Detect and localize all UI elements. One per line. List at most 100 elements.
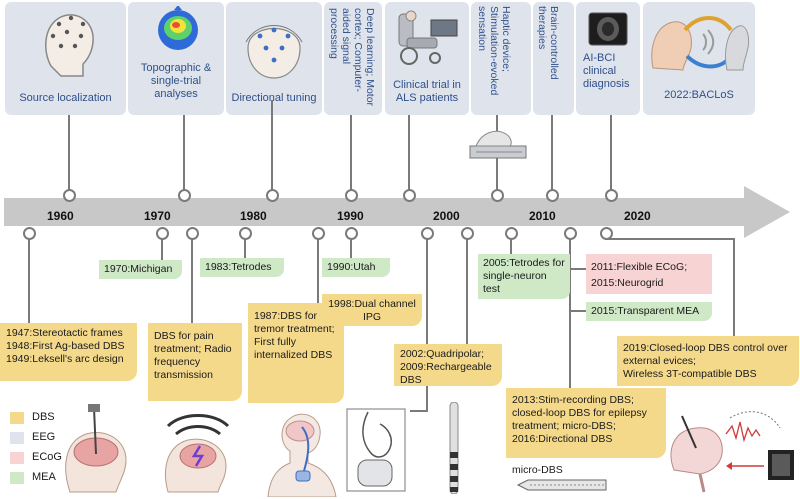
- dbs-label-rechargeable: 2009:Rechargeable DBS: [400, 361, 492, 386]
- dbs-box-2010s: 2013:Stim-recording DBS; closed-loop DBS…: [506, 388, 666, 458]
- mea-label-tetrodes: 1983:Tetrodes: [200, 258, 284, 277]
- wheelchair-patient-illustration: [398, 10, 458, 65]
- connector-stem: [68, 115, 70, 193]
- dbs-label-quadripolar: 2002:Quadripolar;: [400, 348, 485, 360]
- timeline-dot: [266, 189, 279, 202]
- legend-label-dbs: DBS: [32, 411, 55, 423]
- implanted-dbs-body-illustration: [267, 413, 337, 497]
- timeline-arrow: [4, 186, 790, 238]
- connector-stem: [733, 238, 735, 338]
- connector-stem: [191, 238, 193, 328]
- legend-swatch-ecog: [10, 452, 24, 464]
- year-label: 2020: [624, 209, 651, 223]
- caption-baclos: 2022:BACLoS: [664, 89, 734, 101]
- connector-stem: [551, 115, 553, 193]
- micro-dbs-label: micro-DBS: [512, 464, 563, 476]
- caption-topographic: Topographic & single-trial analyses: [140, 62, 212, 100]
- head-electrode-illustration: [45, 14, 94, 77]
- connector-stem: [28, 238, 30, 330]
- timeline-dot: [63, 189, 76, 202]
- dbs-lead-illustration: [449, 402, 459, 494]
- connector-stem: [466, 238, 468, 346]
- ecog-box: 2011:Flexible ECoG; 2015:Neurogrid: [586, 254, 712, 294]
- caption-directional-tuning: Directional tuning: [231, 92, 317, 104]
- timeline-dot: [546, 189, 559, 202]
- year-label: 2000: [433, 209, 460, 223]
- ecog-label-neurogrid: 2015:Neurogrid: [591, 277, 664, 289]
- timeline-dot: [605, 189, 618, 202]
- connector-line: [569, 268, 587, 270]
- connector-stem: [183, 115, 185, 193]
- closed-loop-illustration: [651, 16, 750, 71]
- eeg-box-clinical-trial: Clinical trial in ALS patients: [385, 2, 469, 115]
- dbs-label-directional: 2016:Directional DBS: [512, 433, 613, 445]
- connector-stem: [271, 100, 273, 193]
- ecog-label-flexible: 2011:Flexible ECoG;: [591, 261, 688, 273]
- caption-clinical-trial: Clinical trial in ALS patients: [393, 79, 461, 104]
- dbs-label-stim-recording: 2013:Stim-recording DBS; closed-loop DBS…: [512, 394, 647, 432]
- micro-dbs-illustration: [516, 479, 607, 491]
- legend-label-mea: MEA: [32, 471, 56, 483]
- ipg-device-illustration: [346, 408, 406, 492]
- brain-scan-monitor-illustration: [588, 12, 628, 46]
- caption-source-localization: Source localization: [19, 92, 112, 104]
- dbs-label-first-ag: 1948:First Ag-based DBS: [6, 340, 125, 352]
- connector-line: [569, 310, 587, 312]
- mea-label-tetrodes-single: 2005:Tetrodes for single-neuron test: [478, 254, 570, 299]
- caption-deep-learning: Deep learning; Motor cortex; Computer-ai…: [328, 8, 376, 107]
- timeline-dot: [345, 189, 358, 202]
- timeline-dot: [178, 189, 191, 202]
- dbs-label-leksell: 1949:Leksell's arc design: [6, 353, 124, 365]
- dbs-box-2000s: 2002:Quadripolar; 2009:Rechargeable DBS: [394, 344, 502, 386]
- connector-stem: [610, 115, 612, 193]
- year-label: 1980: [240, 209, 267, 223]
- year-label: 1960: [47, 209, 74, 223]
- year-label: 2010: [529, 209, 556, 223]
- dbs-label-dual-channel: 1998:Dual channel IPG: [322, 294, 422, 326]
- eeg-box-deep-learning: Deep learning; Motor cortex; Computer-ai…: [324, 2, 382, 115]
- connector-stem: [161, 238, 163, 262]
- connector-line: [605, 238, 735, 240]
- dbs-label-stereotactic: 1947:Stereotactic frames: [6, 327, 123, 339]
- dbs-label-pain: DBS for pain treatment; Radio frequency …: [148, 323, 242, 401]
- dbs-label-closed-loop-1: 2019:Closed-loop DBS control over extern…: [623, 342, 788, 367]
- eeg-box-topographic: Topographic & single-trial analyses: [128, 2, 224, 115]
- year-label: 1970: [144, 209, 171, 223]
- dbs-box-closed-loop: 2019:Closed-loop DBS control over extern…: [617, 336, 799, 386]
- legend-swatch-mea: [10, 472, 24, 484]
- mea-label-transparent: 2015:Transparent MEA: [586, 302, 712, 321]
- mea-label-utah: 1990:Utah: [322, 258, 390, 277]
- legend-swatch-eeg: [10, 432, 24, 444]
- caption-brain-controlled: Brain-controlled therapies: [536, 6, 560, 80]
- mea-label-michigan: 1970:Michigan: [99, 260, 182, 279]
- topographic-map-illustration: [158, 6, 198, 50]
- haptic-hand-illustration: [469, 130, 527, 159]
- connector-stem: [244, 238, 246, 260]
- connector-stem: [350, 115, 352, 193]
- closed-loop-brain-illustration: [670, 411, 794, 493]
- year-label: 1990: [337, 209, 364, 223]
- timeline-dot: [491, 189, 504, 202]
- caption-haptic: Haptic device; Stimulation-evoked sensat…: [476, 6, 512, 96]
- legend-label-eeg: EEG: [32, 431, 56, 443]
- eeg-box-source-localization: Source localization: [5, 2, 126, 115]
- legend-swatch-dbs: [10, 412, 24, 424]
- eeg-cap-illustration: [245, 25, 303, 79]
- stereotactic-head-illustration: [65, 404, 127, 493]
- dbs-box-1940s: 1947:Stereotactic frames 1948:First Ag-b…: [0, 323, 137, 381]
- caption-ai-bci: AI-BCI clinical diagnosis: [583, 52, 630, 90]
- wireless-head-illustration: [165, 414, 230, 493]
- eeg-box-baclos: 2022:BACLoS: [643, 2, 755, 115]
- connector-line: [410, 410, 428, 412]
- timeline-dot: [403, 189, 416, 202]
- eeg-box-ai-bci: AI-BCI clinical diagnosis: [576, 2, 640, 115]
- connector-stem: [317, 238, 319, 304]
- eeg-box-haptic: Haptic device; Stimulation-evoked sensat…: [471, 2, 531, 115]
- connector-stem: [510, 238, 512, 256]
- connector-stem: [350, 238, 352, 260]
- connector-stem: [426, 238, 428, 410]
- dbs-label-closed-loop-2: Wireless 3T-compatible DBS: [623, 368, 757, 380]
- eeg-box-directional-tuning: Directional tuning: [226, 2, 322, 115]
- eeg-box-brain-controlled: Brain-controlled therapies: [533, 2, 574, 115]
- connector-stem: [569, 238, 571, 388]
